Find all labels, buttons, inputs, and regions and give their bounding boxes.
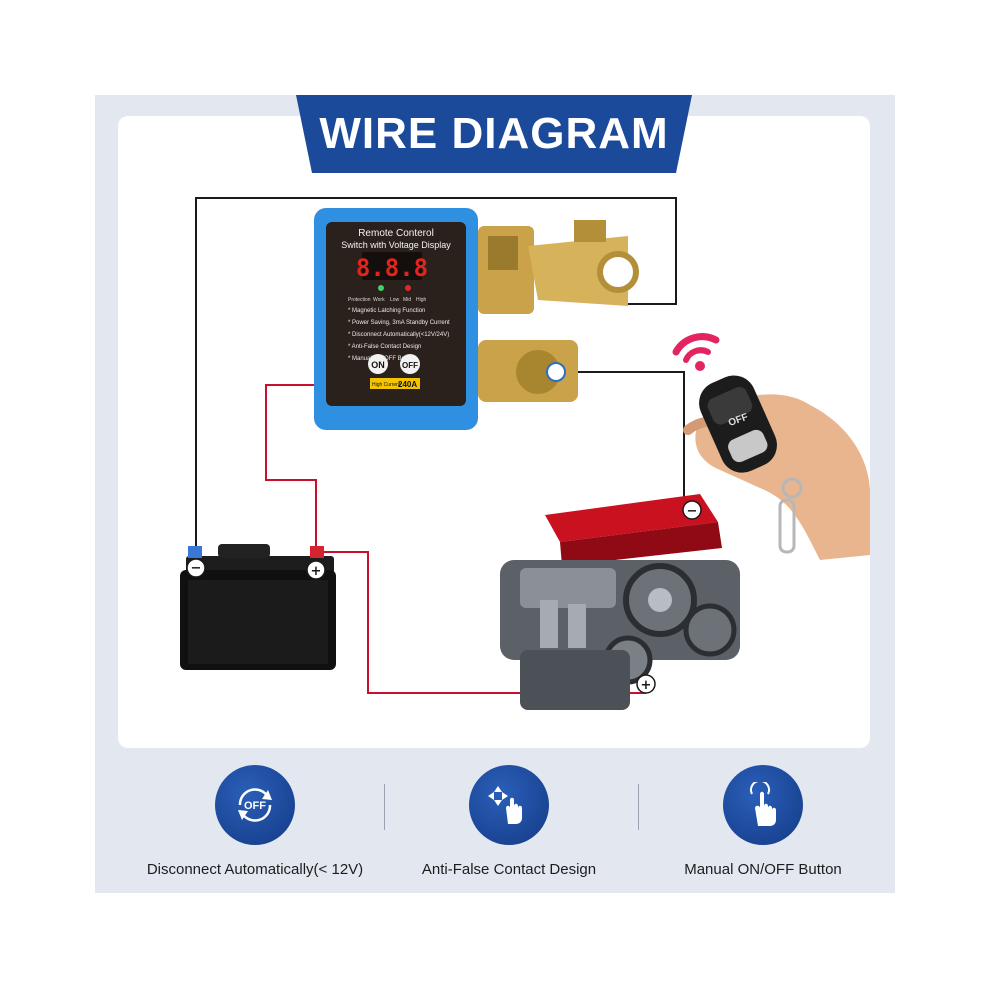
page-title: WIRE DIAGRAM — [319, 109, 669, 158]
svg-text:Mid: Mid — [403, 297, 411, 303]
svg-text:OFF: OFF — [402, 361, 418, 370]
feature-divider — [638, 784, 639, 830]
car-battery — [180, 544, 336, 670]
svg-text:Low: Low — [390, 297, 400, 303]
battery-positive-terminal: + — [306, 560, 326, 580]
svg-text:* Disconnect Automatically(<12: * Disconnect Automatically(<12V/24V) — [348, 332, 449, 338]
svg-text:−: − — [687, 504, 698, 519]
indicator-labels: Protection Work Low Mid High — [348, 297, 427, 303]
svg-text:* Power Saving, 3mA Standby Cu: * Power Saving, 3mA Standby Current — [348, 320, 450, 326]
keyring-icon — [778, 477, 803, 554]
feature-anti-false-contact: Anti-False Contact Design — [384, 765, 634, 878]
svg-text:Work: Work — [373, 297, 385, 303]
off-cycle-icon: OFF — [215, 765, 295, 845]
svg-text:Protection: Protection — [348, 297, 371, 303]
svg-text:−: − — [191, 561, 202, 576]
wire-black-engine — [555, 371, 685, 510]
finger-press-icon — [723, 765, 803, 845]
wire-red-engine — [316, 551, 646, 694]
feature-divider — [384, 784, 385, 830]
output-terminal — [478, 340, 578, 402]
car-engine — [500, 494, 740, 710]
battery-terminal-connector — [478, 220, 639, 314]
svg-text:OFF: OFF — [244, 800, 266, 812]
svg-text:+: + — [641, 678, 652, 693]
voltage-display: 8.8.8 — [356, 254, 428, 282]
title-banner — [296, 95, 692, 173]
battery-negative-terminal: − — [186, 558, 206, 578]
svg-text:* Magnetic Latching Function: * Magnetic Latching Function — [348, 308, 425, 314]
wire-red-device — [265, 384, 318, 552]
svg-text:240A: 240A — [398, 380, 417, 389]
wire-black-top — [195, 197, 677, 550]
wireless-signal-icon — [672, 333, 720, 371]
svg-text:High: High — [416, 297, 427, 303]
engine-positive-terminal: + — [636, 674, 656, 694]
feature-label: Disconnect Automatically(< 12V) — [146, 861, 364, 878]
touch-move-icon — [469, 765, 549, 845]
switch-device — [314, 208, 478, 430]
feature-manual-button: Manual ON/OFF Button — [638, 765, 888, 878]
indicator-leds — [378, 285, 411, 291]
feature-disconnect-automatically: OFF Disconnect Automatically(< 12V) — [130, 765, 380, 878]
device-on-button[interactable]: ON — [368, 354, 388, 374]
engine-negative-terminal: − — [682, 500, 702, 520]
svg-text:ON: ON — [371, 360, 385, 370]
svg-text:High Current: High Current — [372, 382, 401, 388]
device-off-button[interactable]: OFF — [400, 354, 420, 374]
device-title-line1: Remote Conterol — [358, 228, 434, 239]
current-rating-badge: High Current 240A — [370, 378, 420, 389]
svg-text:* Anti-False Contact Design: * Anti-False Contact Design — [348, 344, 421, 350]
remote-control — [699, 375, 777, 473]
svg-text:+: + — [311, 564, 322, 579]
device-title-line2: Switch with Voltage Display — [341, 240, 451, 250]
feature-label: Manual ON/OFF Button — [684, 861, 842, 878]
feature-label: Anti-False Contact Design — [421, 861, 597, 878]
